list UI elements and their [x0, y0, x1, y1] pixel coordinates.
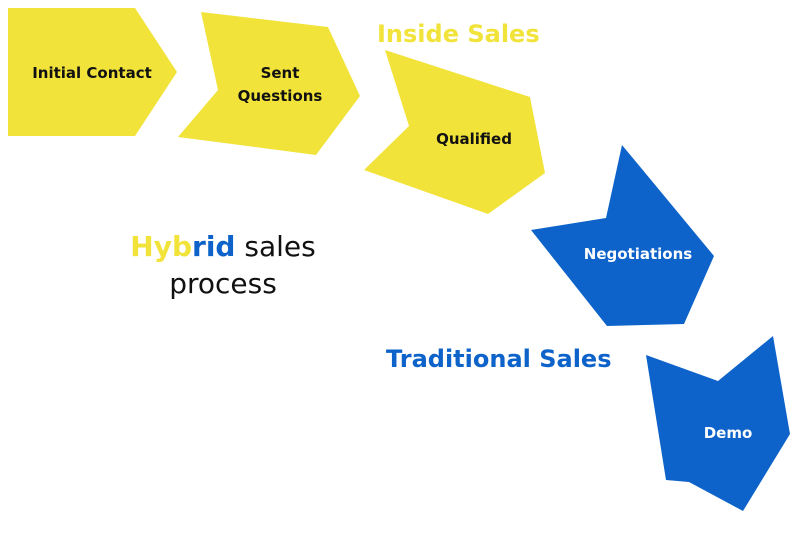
- chevron-sent-questions: [178, 12, 360, 155]
- label-demo: Demo: [704, 424, 753, 442]
- step-initial-contact: Initial Contact: [8, 8, 177, 136]
- label-qualified: Qualified: [436, 130, 512, 148]
- chevron-negotiations: [531, 145, 714, 326]
- step-demo: Demo: [646, 336, 790, 511]
- chevron-demo: [646, 336, 790, 511]
- chevron-initial-contact: [8, 8, 177, 136]
- traditional-sales-title: Traditional Sales: [386, 345, 612, 373]
- chevron-qualified: [364, 50, 545, 214]
- label-initial-contact: Initial Contact: [32, 64, 152, 82]
- step-negotiations: Negotiations: [531, 145, 714, 326]
- step-sent-questions: Sent Questions: [178, 12, 360, 155]
- hybrid-caption: Hybrid sales process: [108, 228, 338, 302]
- hybrid-process-word: process: [169, 267, 277, 300]
- hybrid-word-part1: Hyb: [130, 230, 193, 263]
- hybrid-word-part2: rid: [192, 230, 236, 263]
- label-sent-line2: Questions: [238, 87, 323, 105]
- inside-sales-title: Inside Sales: [377, 20, 540, 48]
- hybrid-sales-word: sales: [235, 230, 316, 263]
- label-sent-line1: Sent: [261, 64, 300, 82]
- step-qualified: Qualified: [364, 50, 545, 214]
- label-negotiations: Negotiations: [584, 245, 692, 263]
